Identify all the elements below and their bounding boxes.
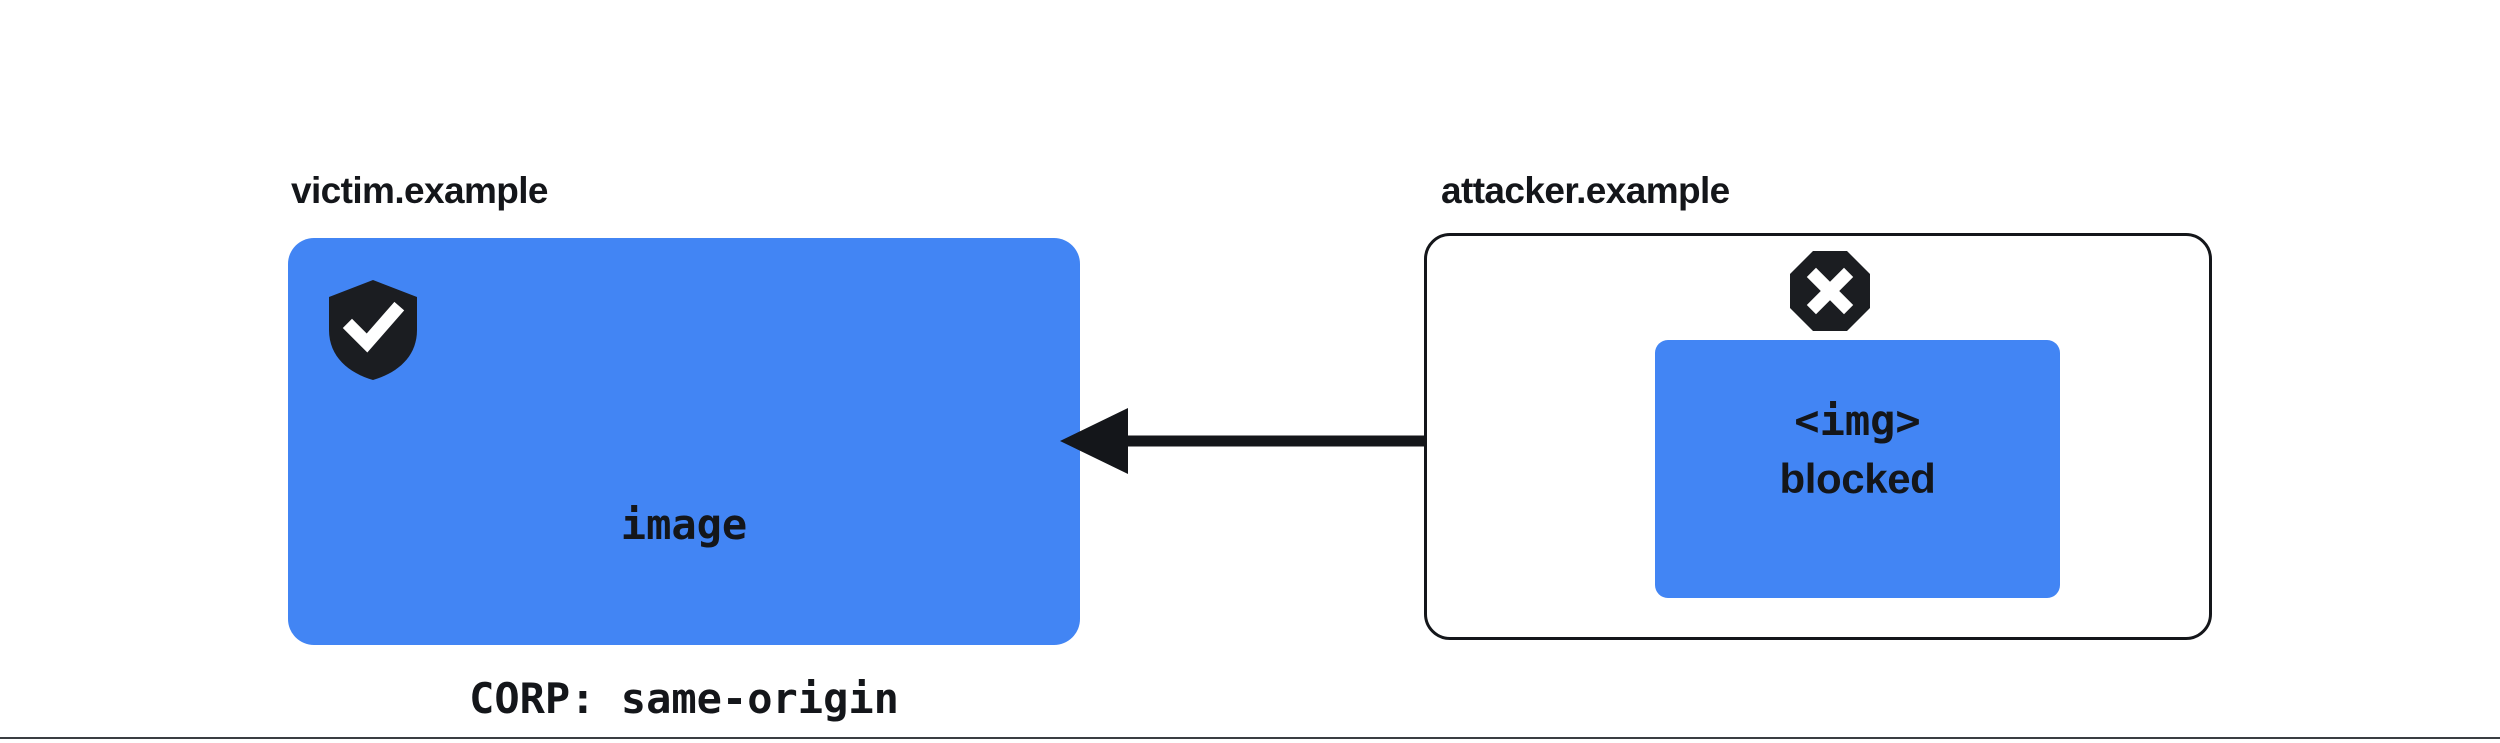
victim-origin-label: victim.example [291, 170, 549, 211]
victim-corp-header: CORP: same-origin [469, 674, 899, 723]
attacker-request-chip: <img> blocked [1655, 340, 2060, 598]
shield-check-icon [325, 278, 421, 382]
attacker-img-tag: <img> [1794, 396, 1921, 445]
victim-resource-text: image CORP: same-origin [288, 380, 1080, 743]
attacker-request-text: <img> blocked [1655, 392, 2060, 508]
victim-origin-box [288, 238, 1080, 645]
attacker-blocked-status: blocked [1779, 455, 1936, 502]
victim-resource-kind: image [620, 500, 748, 549]
attacker-origin-label: attacker.example [1441, 170, 1730, 211]
baseline-divider [0, 737, 2500, 739]
octagon-x-blocked-icon [1789, 250, 1871, 332]
